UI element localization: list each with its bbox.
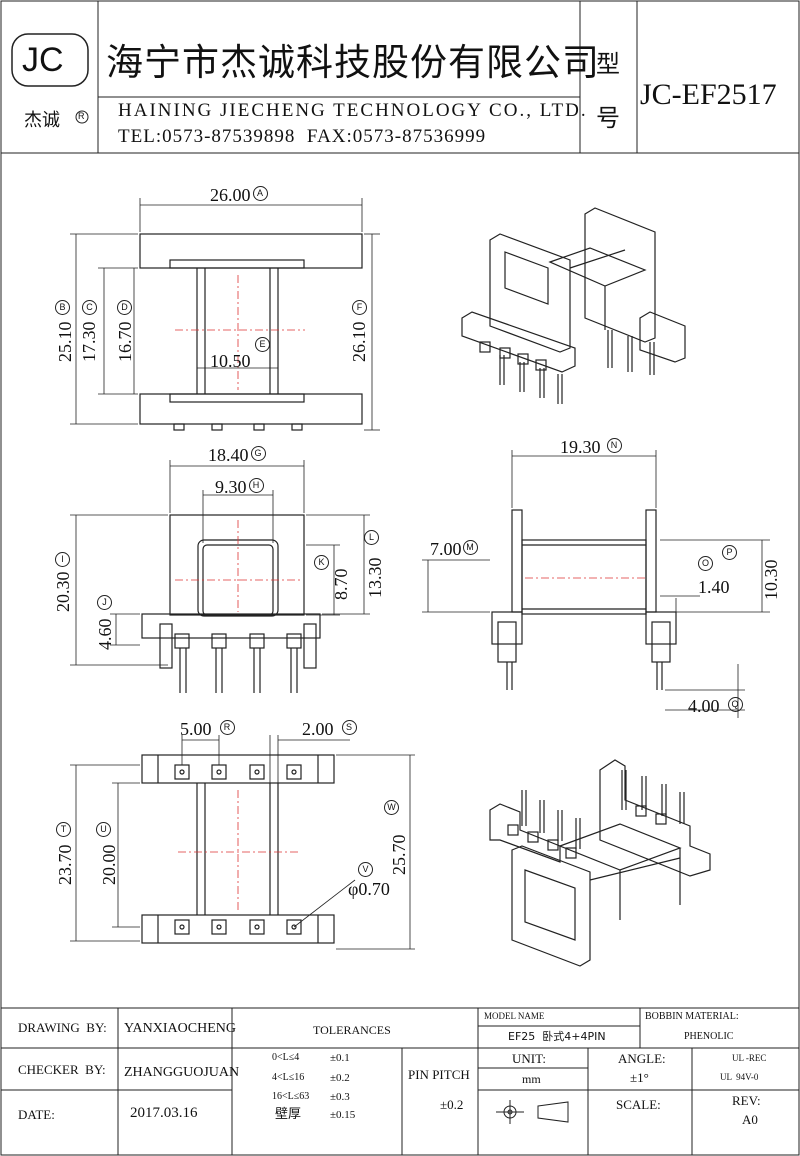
dim-P: 10.30 bbox=[761, 559, 781, 601]
dim-lines-side bbox=[422, 450, 770, 718]
dim-D-tag: D bbox=[117, 300, 132, 315]
bobbin-material-value: PHENOLIC bbox=[684, 1031, 734, 1042]
tol-range-1: 0<L≤4 bbox=[272, 1052, 300, 1063]
model-label-1: 型 bbox=[596, 50, 620, 78]
view-front bbox=[141, 514, 321, 693]
pin-pitch-label: PIN PITCH bbox=[408, 1067, 470, 1082]
bobbin-material-label: BOBBIN MATERIAL: bbox=[645, 1011, 739, 1022]
dim-C: 17.30 bbox=[79, 321, 99, 363]
angle-value: ±1° bbox=[630, 1070, 649, 1085]
date-label: DATE: bbox=[18, 1107, 55, 1122]
title-block-lines bbox=[1, 1007, 799, 1155]
model-name-value: EF25 卧式4+4PIN bbox=[508, 1030, 606, 1043]
dim-I-tag: I bbox=[55, 552, 70, 567]
registered-letter: R bbox=[78, 111, 85, 121]
dim-V: φ0.70 bbox=[348, 879, 390, 899]
dim-F: 26.10 bbox=[349, 321, 369, 363]
drawing-by-label: DRAWING BY: bbox=[18, 1020, 107, 1035]
dim-D: 16.70 bbox=[115, 321, 135, 363]
logo-text: JC bbox=[22, 41, 64, 79]
dim-O: O bbox=[698, 556, 713, 574]
dim-lines-front bbox=[70, 460, 370, 666]
logo-box bbox=[11, 33, 89, 87]
dim-I: 20.30 bbox=[53, 571, 73, 613]
registered-mark bbox=[75, 110, 89, 124]
dim-U: 20.00 bbox=[99, 844, 119, 886]
company-contact: TEL:0573-87539898 FAX:0573-87536999 bbox=[118, 126, 487, 147]
tol-range-3: 16<L≤63 bbox=[272, 1091, 310, 1102]
tol-value-2: ±0.2 bbox=[330, 1072, 350, 1084]
model-name-label: MODEL NAME bbox=[484, 1011, 545, 1021]
dim-E-tag: E bbox=[255, 337, 270, 352]
date-value: 2017.03.16 bbox=[130, 1105, 198, 1121]
ul-94v0: UL 94V-0 bbox=[720, 1072, 759, 1082]
dim-K-tag: K bbox=[314, 555, 329, 570]
dim-P-tag: P bbox=[722, 545, 737, 560]
tol-value-4: ±0.15 bbox=[330, 1109, 356, 1121]
model-number: JC-EF2517 bbox=[640, 78, 777, 111]
logo-sub: 杰诚 bbox=[24, 110, 60, 131]
dim-lines-bottom bbox=[70, 735, 415, 950]
dim-T: 23.70 bbox=[55, 844, 75, 886]
checker-by-value: ZHANGGUOJUAN bbox=[124, 1065, 240, 1080]
rev-label: REV: bbox=[732, 1093, 761, 1108]
dim-W-tag: W bbox=[384, 800, 399, 815]
dim-E: 10.50 bbox=[210, 351, 251, 371]
company-name-en: HAINING JIECHENG TECHNOLOGY CO., LTD. bbox=[118, 100, 588, 121]
iso-view-top bbox=[461, 207, 686, 404]
dim-W: 25.70 bbox=[389, 834, 409, 876]
dim-U-tag: U bbox=[96, 822, 111, 837]
dim-J: 4.60 bbox=[95, 618, 115, 651]
angle-label: ANGLE: bbox=[618, 1051, 666, 1066]
rev-value: A0 bbox=[742, 1112, 758, 1127]
ul-rec: UL -REC bbox=[732, 1053, 767, 1063]
checker-by-label: CHECKER BY: bbox=[18, 1062, 106, 1077]
scale-label: SCALE: bbox=[616, 1097, 661, 1112]
dim-B: 25.10 bbox=[55, 321, 75, 363]
pin-pitch-value: ±0.2 bbox=[440, 1097, 464, 1112]
tolerances-label: TOLERANCES bbox=[313, 1023, 391, 1037]
dim-B-tag: B bbox=[55, 300, 70, 315]
tol-value-3: ±0.3 bbox=[330, 1091, 350, 1103]
dim-O-value: 1.40 bbox=[698, 577, 730, 597]
view-side bbox=[491, 509, 677, 690]
dim-K: 8.70 bbox=[331, 568, 351, 601]
dim-C-tag: C bbox=[82, 300, 97, 315]
company-name-cn: 海宁市杰诚科技股份有限公司 bbox=[106, 41, 600, 84]
view-top bbox=[139, 233, 363, 431]
dim-lines-top bbox=[70, 198, 380, 431]
unit-label: UNIT: bbox=[512, 1051, 547, 1066]
tol-range-2: 4<L≤16 bbox=[272, 1072, 305, 1083]
tol-value-1: ±0.1 bbox=[330, 1052, 350, 1064]
drawing-by-value: YANXIAOCHENG bbox=[124, 1021, 236, 1036]
iso-view-bottom bbox=[489, 759, 711, 967]
unit-value: mm bbox=[522, 1072, 541, 1086]
dim-V-tag: V bbox=[358, 862, 373, 877]
dim-J-tag: J bbox=[97, 595, 112, 610]
model-label-2: 号 bbox=[596, 104, 620, 132]
dim-F-tag: F bbox=[352, 300, 367, 315]
tol-range-4: 壁厚 bbox=[275, 1107, 302, 1122]
dim-L: 13.30 bbox=[365, 557, 385, 599]
dim-T-tag: T bbox=[56, 822, 71, 837]
dim-L-tag: L bbox=[364, 530, 379, 545]
